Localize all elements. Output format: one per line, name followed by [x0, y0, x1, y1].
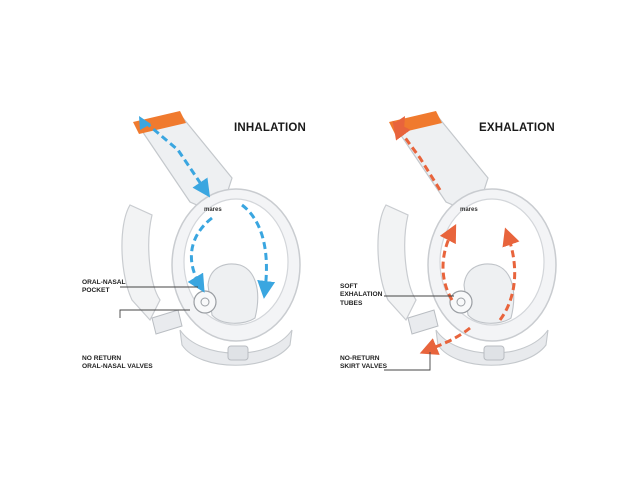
- oral-nasal-valve-icon: [449, 290, 473, 314]
- exhalation-flow-arrow: [392, 120, 442, 191]
- inhalation-flow-arrow: [144, 120, 211, 198]
- exhalation-flow-arrow-right: [498, 227, 520, 321]
- leader-line: [119, 309, 190, 318]
- mask-skirt: [435, 329, 549, 366]
- intake-arrow-icon: [139, 116, 151, 130]
- soft-exhalation-tubes-label: SOFT EXHALATION TUBES: [340, 283, 383, 307]
- exhalation-mask: mares: [377, 111, 557, 371]
- oral-nasal-valve-icon: [193, 290, 217, 314]
- inhalation-title: INHALATION: [234, 122, 307, 134]
- mask-skirt: [179, 329, 293, 366]
- purge-valve: [227, 345, 249, 361]
- snorkel-top: [133, 111, 186, 134]
- exhaust-arrow-icon: [393, 116, 405, 130]
- exhalation-flow-arrow-skirt: [419, 326, 471, 355]
- inhalation-mask: mares: [119, 111, 301, 366]
- brand-logo: mares: [460, 207, 478, 213]
- inhalation-flow-arrow-right: [241, 203, 276, 299]
- exhalation-flow-arrow-left: [439, 224, 457, 301]
- purge-valve: [483, 345, 505, 361]
- leader-line: [384, 352, 431, 371]
- inhalation-flow-arrow-left: [187, 216, 213, 293]
- oral-nasal-pocket-shape: [463, 263, 515, 324]
- brand-logo: mares: [204, 207, 222, 213]
- oral-nasal-pocket-label: ORAL-NASAL POCKET: [82, 279, 126, 295]
- no-return-skirt-valves-label: NO-RETURN SKIRT VALVES: [340, 355, 388, 371]
- exhalation-title: EXHALATION: [479, 122, 555, 134]
- no-return-oral-nasal-valves-label: NO RETURN ORAL-NASAL VALVES: [82, 355, 153, 371]
- oral-nasal-pocket-shape: [207, 263, 259, 324]
